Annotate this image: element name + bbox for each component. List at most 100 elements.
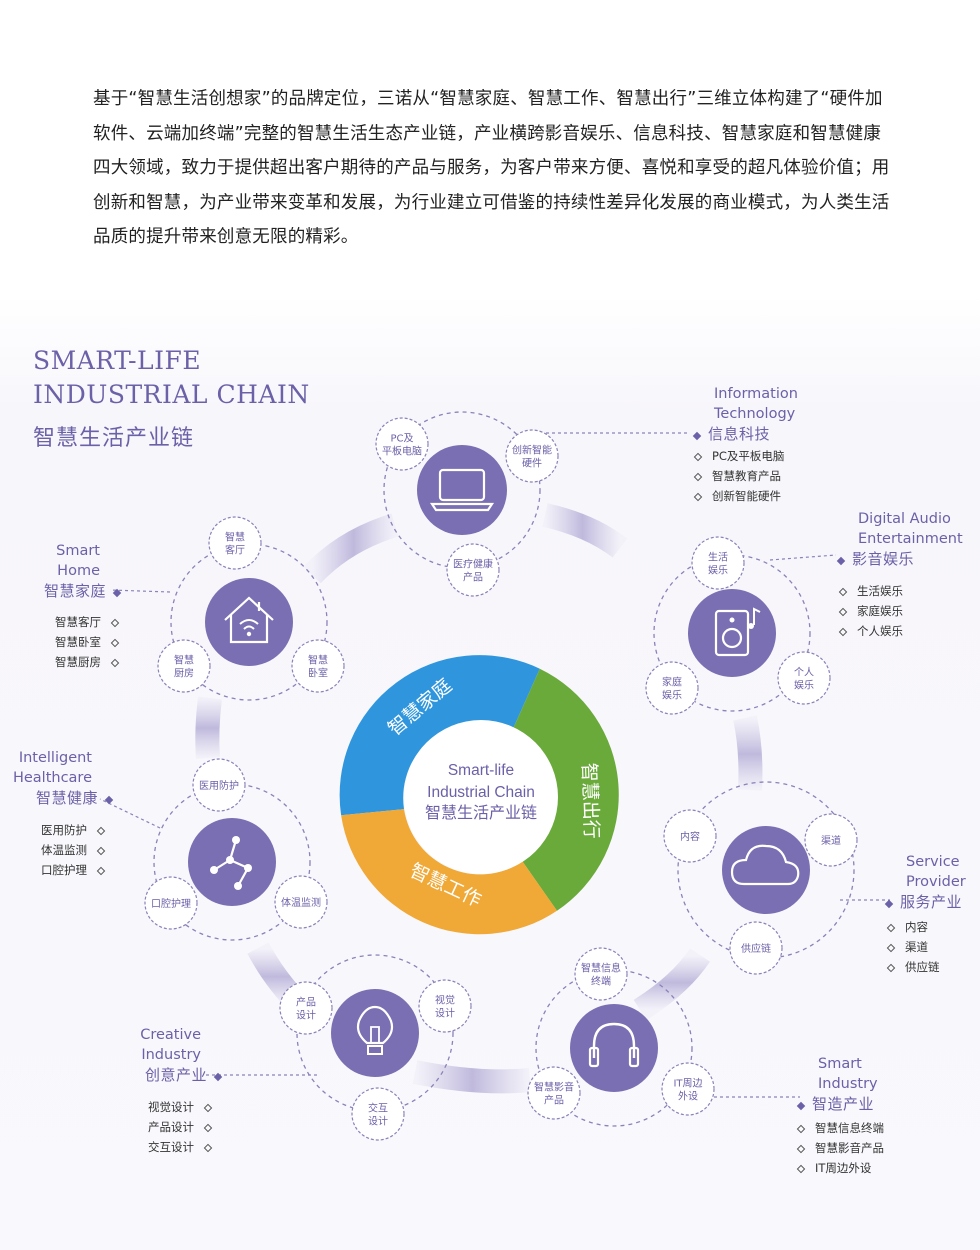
list-info: PC及平板电脑 智慧教育产品 创新智能硬件 <box>693 446 784 506</box>
info-sub-label: PC及 <box>390 433 413 445</box>
audio-leader-line <box>769 554 837 561</box>
industry-sub-label: 智慧信息 <box>581 962 621 975</box>
service-sub-1: 渠道 <box>804 813 858 867</box>
home-sub-2: 智慧厨房 <box>157 639 211 693</box>
cluster-info: PC及平板电脑创新智能硬件医疗健康产品 <box>375 411 690 597</box>
creative-sub-1: 视觉设计 <box>418 979 472 1033</box>
info-sub-0: PC及平板电脑 <box>375 417 429 471</box>
center-line2: Industrial Chain <box>427 784 535 801</box>
creative-sub-label: 设计 <box>435 1007 455 1020</box>
creative-sub-2: 交互设计 <box>351 1087 405 1141</box>
industry-hub <box>570 1004 658 1092</box>
center-line1: Smart-life <box>448 762 514 779</box>
info-sub-label: 平板电脑 <box>382 445 422 458</box>
audio-sub-label: 娱乐 <box>662 689 682 702</box>
service-sub-label: 内容 <box>680 830 700 843</box>
audio-orbit-ring <box>653 554 811 712</box>
segment-label-travel: 智慧出行 <box>578 762 603 839</box>
band-service-industry <box>633 948 710 1021</box>
home-leader-line <box>109 589 171 593</box>
home-sub-label: 卧室 <box>308 667 328 680</box>
health-sub-label: 医用防护 <box>199 779 239 792</box>
audio-sub-label: 个人 <box>794 667 814 679</box>
home-orbit-ring <box>170 543 328 701</box>
creative-sub-label: 视觉 <box>435 994 455 1007</box>
band-audio-service <box>733 715 763 791</box>
health-leader-line <box>99 798 161 829</box>
molecule-icon <box>210 836 252 890</box>
creative-sub-label: 交互 <box>368 1102 388 1115</box>
health-sub-label: 体温监测 <box>281 896 321 909</box>
creative-hub <box>331 989 419 1077</box>
service-sub-0: 内容 <box>663 809 717 863</box>
industry-sub-label: 终端 <box>591 975 611 988</box>
audio-sub-0: 生活娱乐 <box>691 536 745 590</box>
home-sub-label: 智慧 <box>225 531 245 544</box>
home-hub <box>205 578 293 666</box>
home-sub-0: 智慧客厅 <box>208 516 262 570</box>
industry-sub-label: IT周边 <box>673 1078 702 1090</box>
health-orbit-ring <box>153 783 311 941</box>
industry-sub-label: 智慧影音 <box>534 1081 574 1094</box>
connector-bands <box>195 503 763 1094</box>
audio-sub-label: 生活 <box>708 551 728 564</box>
cluster-industry: 智慧信息终端 IT周边外设 智慧影音产品 <box>527 947 800 1127</box>
industry-sub-label: 外设 <box>678 1091 698 1103</box>
info-sub-1: 创新智能硬件 <box>505 429 559 483</box>
speaker-icon <box>714 607 761 657</box>
home-sub-label: 厨房 <box>174 667 194 680</box>
segment-smart-travel <box>513 668 619 911</box>
industry-sub-2: 智慧影音产品 <box>527 1066 581 1120</box>
title-en-line1: SMART-LIFE <box>33 346 202 375</box>
list-audio: 生活娱乐 家庭娱乐 个人娱乐 <box>838 581 903 641</box>
segment-smart-work <box>341 809 557 935</box>
industry-sub-label: 产品 <box>544 1094 564 1107</box>
segment-smart-home <box>339 655 540 816</box>
audio-sub-1: 个人娱乐 <box>777 651 831 705</box>
band-home-info <box>303 513 399 584</box>
audio-sub-label: 娱乐 <box>794 679 814 692</box>
info-sub-label: 产品 <box>463 571 483 584</box>
info-sub-label: 创新智能 <box>512 444 552 457</box>
cloud-icon <box>730 844 800 886</box>
center-line3: 智慧生活产业链 <box>425 803 537 822</box>
list-home: 智慧客厅 智慧卧室 智慧厨房 <box>55 612 120 672</box>
audio-sub-2: 家庭娱乐 <box>645 661 699 715</box>
home-sub-label: 智慧 <box>174 654 194 667</box>
headphones-icon <box>588 1022 640 1068</box>
creative-sub-label: 设计 <box>368 1115 388 1128</box>
info-sub-label: 医疗健康 <box>453 558 493 571</box>
info-sub-label: 硬件 <box>522 458 542 470</box>
creative-sub-label: 产品 <box>296 996 316 1009</box>
list-health: 医用防护 体温监测 口腔护理 <box>41 820 106 880</box>
center-donut: Smart-life Industrial Chain 智慧生活产业链 智慧家庭… <box>339 655 619 935</box>
smart-home-icon <box>224 596 274 644</box>
health-sub-2: 口腔护理 <box>144 876 198 930</box>
title-cn: 智慧生活产业链 <box>33 426 195 451</box>
list-creative: 视觉设计 产品设计 交互设计 <box>148 1097 213 1157</box>
service-sub-label: 渠道 <box>821 834 841 847</box>
band-info-audio <box>542 503 628 558</box>
cluster-service: 内容渠道供应链 <box>663 781 890 975</box>
audio-sub-label: 家庭 <box>662 676 682 689</box>
industry-sub-1: IT周边外设 <box>661 1062 715 1116</box>
title-en-line2: INDUSTRIAL CHAIN <box>33 380 310 409</box>
home-sub-label: 智慧 <box>308 654 328 667</box>
list-industry: 智慧信息终端 智慧影音产品 IT周边外设 <box>796 1118 884 1178</box>
industry-sub-0: 智慧信息终端 <box>574 947 628 1001</box>
band-health-home <box>195 696 222 759</box>
list-service: 内容 渠道 供应链 <box>886 917 939 977</box>
creative-sub-label: 设计 <box>296 1009 316 1022</box>
health-sub-label: 口腔护理 <box>151 897 191 910</box>
service-hub <box>722 826 810 914</box>
